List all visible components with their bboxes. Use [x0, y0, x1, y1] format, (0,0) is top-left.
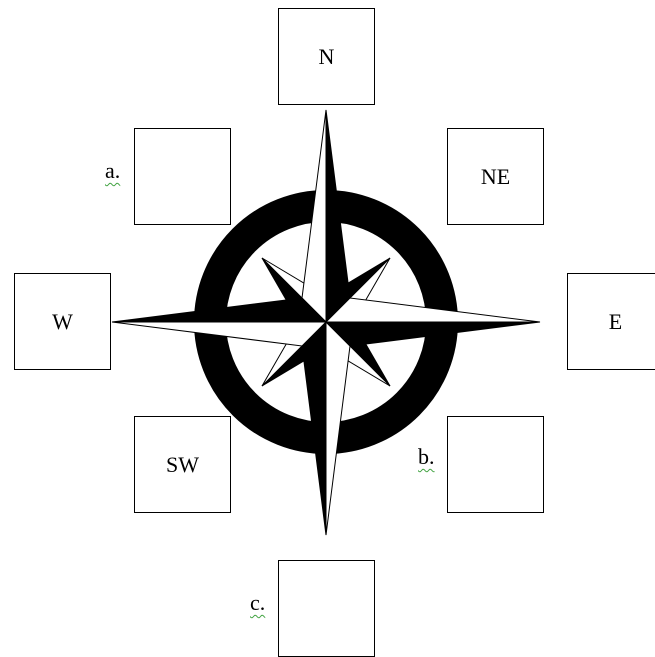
label-a-text: a. [105, 158, 120, 183]
box-south-answer[interactable] [278, 560, 375, 657]
box-northeast-text: NE [481, 164, 510, 190]
box-east-text: E [609, 309, 622, 335]
box-southwest-text: SW [166, 452, 199, 478]
box-northeast[interactable]: NE [447, 128, 544, 225]
box-west-text: W [52, 309, 73, 335]
box-west[interactable]: W [14, 273, 111, 370]
label-c-text: c. [250, 590, 265, 615]
label-b-text: b. [418, 444, 435, 469]
label-a: a. [105, 160, 120, 182]
box-east[interactable]: E [567, 273, 655, 370]
box-southwest[interactable]: SW [134, 416, 231, 513]
label-b: b. [418, 446, 435, 468]
box-northwest-answer[interactable] [134, 128, 231, 225]
box-north-text: N [319, 44, 335, 70]
box-southeast-answer[interactable] [447, 416, 544, 513]
label-c: c. [250, 592, 265, 614]
box-north[interactable]: N [278, 8, 375, 105]
